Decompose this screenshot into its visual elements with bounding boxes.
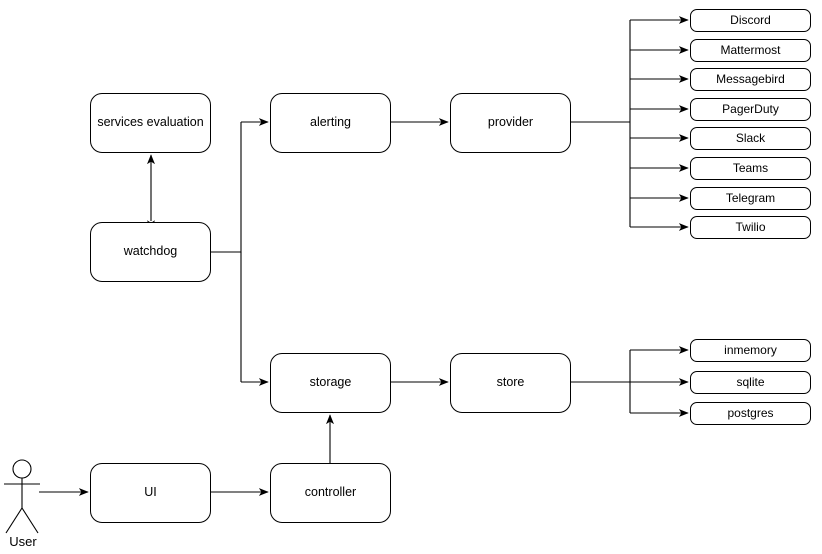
leaf-provider-messagebird[interactable]: Messagebird bbox=[690, 68, 811, 91]
leaf-store-sqlite[interactable]: sqlite bbox=[690, 371, 811, 394]
actor-label: User bbox=[9, 534, 37, 549]
actor-user[interactable]: User bbox=[0, 460, 46, 550]
leaf-provider-discord[interactable]: Discord bbox=[690, 9, 811, 32]
leaf-store-inmemory[interactable]: inmemory bbox=[690, 339, 811, 362]
leaf-provider-mattermost[interactable]: Mattermost bbox=[690, 39, 811, 62]
node-storage[interactable]: storage bbox=[270, 353, 391, 413]
leaf-provider-twilio[interactable]: Twilio bbox=[690, 216, 811, 239]
node-provider[interactable]: provider bbox=[450, 93, 571, 153]
node-store[interactable]: store bbox=[450, 353, 571, 413]
node-watchdog[interactable]: watchdog bbox=[90, 222, 211, 282]
node-alerting[interactable]: alerting bbox=[270, 93, 391, 153]
node-ui[interactable]: UI bbox=[90, 463, 211, 523]
leaf-provider-telegram[interactable]: Telegram bbox=[690, 187, 811, 210]
node-controller[interactable]: controller bbox=[270, 463, 391, 523]
leaf-provider-pagerduty[interactable]: PagerDuty bbox=[690, 98, 811, 121]
node-services-evaluation[interactable]: services evaluation bbox=[90, 93, 211, 153]
leaf-provider-teams[interactable]: Teams bbox=[690, 157, 811, 180]
leaf-store-postgres[interactable]: postgres bbox=[690, 402, 811, 425]
leaf-provider-slack[interactable]: Slack bbox=[690, 127, 811, 150]
edge-watchdog-trunk bbox=[211, 122, 242, 253]
